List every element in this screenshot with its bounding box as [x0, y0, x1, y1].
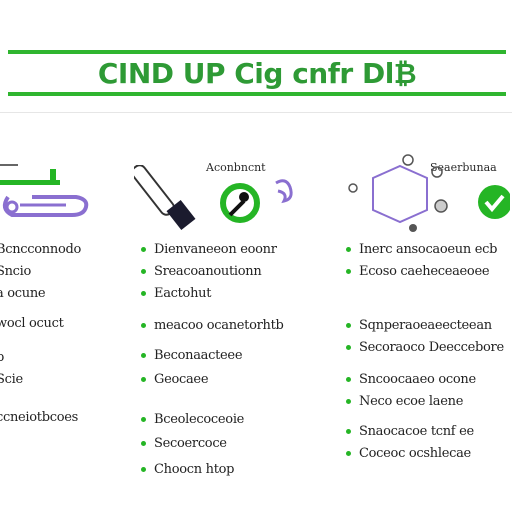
list-item: b — [0, 350, 4, 365]
bullet-dot — [346, 247, 351, 252]
list-item: Scie — [0, 372, 23, 387]
column-header-right: Seaerbunaa — [430, 161, 497, 174]
list-item: Coceoc ocshlecae — [346, 446, 471, 461]
chain-link-icon — [0, 164, 89, 217]
list-item: Sqnperaoeaeecteean — [346, 318, 492, 333]
usb-stick-icon — [134, 165, 293, 230]
page-title: CIND UP Cig cnfr Dl₿ — [97, 56, 417, 90]
column-list-right: Inerc ansocaoeun ecb Ecoso caeheceaeoee … — [346, 242, 510, 472]
list-item: Secoercoce — [141, 436, 227, 451]
list-item: Bceolecoceoie — [141, 412, 244, 427]
list-item: Choocn htop — [141, 462, 235, 477]
bullet-dot — [141, 269, 146, 274]
list-item: Sreacoanoutionn — [141, 264, 262, 279]
list-item: meacoo ocanetorhtb — [141, 318, 284, 333]
molecule-icon — [348, 154, 510, 232]
list-item: ccneiotbcoes — [0, 410, 79, 425]
bullet-dot — [141, 323, 146, 328]
bullet-dot — [346, 345, 351, 350]
list-item: Sncoocaaeo ocone — [346, 372, 476, 387]
bullet-dot — [141, 417, 146, 422]
column-list-middle: Dienvaneeon eoonr Sreacoanoutionn Eactoh… — [141, 242, 331, 477]
list-item: Eactohut — [141, 286, 211, 301]
list-item: Neco ecoe laene — [346, 394, 463, 409]
list-item: Snaocacoe tcnf ee — [346, 424, 474, 439]
bullet-dot — [346, 399, 351, 404]
bullet-dot — [346, 429, 351, 434]
list-item: Sncio — [0, 264, 32, 279]
bullet-dot — [141, 353, 146, 358]
list-item: Geocaee — [141, 372, 209, 387]
list-item: wocl ocuct — [0, 316, 64, 331]
list-item: a ocune — [0, 286, 46, 301]
section-divider — [0, 112, 512, 113]
bullet-dot — [346, 323, 351, 328]
list-item: Dienvaneeon eoonr — [141, 242, 277, 257]
list-item: Inerc ansocaoeun ecb — [346, 242, 497, 257]
bullet-dot — [141, 441, 146, 446]
column-header-middle: Aconbncnt — [206, 161, 266, 174]
list-item: Bcncconnodo — [0, 242, 82, 257]
list-item: Beconaacteee — [141, 348, 243, 363]
column-list-left: Bcncconnodo Sncio a ocune wocl ocuct b S… — [0, 242, 116, 442]
bullet-dot — [141, 377, 146, 382]
title-banner: CIND UP Cig cnfr Dl₿ — [8, 50, 506, 96]
bullet-dot — [346, 451, 351, 456]
bullet-dot — [141, 467, 146, 472]
bullet-dot — [346, 377, 351, 382]
bullet-dot — [346, 269, 351, 274]
list-item: Ecoso caeheceaeoee — [346, 264, 490, 279]
bullet-dot — [141, 291, 146, 296]
list-item: Secoraoco Deeccebore — [346, 340, 504, 355]
bullet-dot — [141, 247, 146, 252]
